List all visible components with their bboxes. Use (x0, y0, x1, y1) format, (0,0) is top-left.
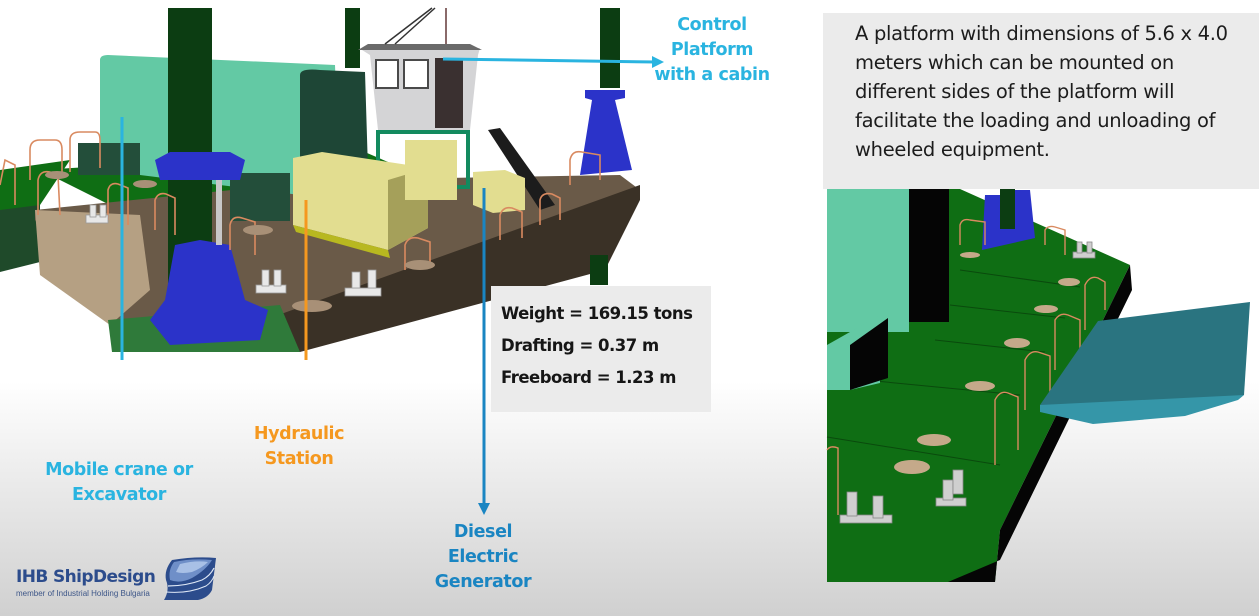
ramp-hatches (894, 252, 1080, 474)
description-box: A platform with dimensions of 5.6 x 4.0 … (823, 13, 1259, 189)
callout-control-platform-line: with a cabin (654, 65, 770, 85)
hydraulic-unit-base (293, 225, 390, 258)
equipment-box-left (78, 143, 140, 175)
callout-control-platform-line: Control (677, 15, 747, 35)
logo-name: IHB ShipDesign (16, 567, 156, 587)
ramp-edge (1040, 395, 1244, 424)
ramp-railings (826, 218, 1106, 515)
cabin-window-1 (375, 59, 399, 89)
spud-pole-right-lower (590, 255, 608, 285)
ramp-spud-pole (1000, 189, 1015, 229)
cabin-roof (358, 44, 482, 50)
ramp-box-small (827, 315, 880, 390)
spud-housing-base-left (150, 240, 268, 345)
callout-hydraulic-station-line: Hydraulic (253, 424, 345, 444)
ship-hull-logo-icon (164, 557, 216, 600)
ramp-bollards (839, 241, 1096, 524)
spec-weight: Weight = 169.15 tons (501, 304, 693, 323)
callout-diesel-generator-line: Diesel (453, 522, 513, 542)
callout-arrow-control (442, 56, 664, 68)
hydraulic-cylinder-left (216, 180, 222, 245)
callout-arrow-crane (120, 117, 124, 360)
railings (0, 131, 601, 270)
callout-diesel-generator: Diesel Electric Generator (420, 520, 546, 595)
ramp (1040, 302, 1250, 417)
spud-housing-right (580, 90, 632, 175)
spec-freeboard: Freeboard = 1.23 m (501, 368, 676, 387)
ramp-spud-housing (982, 190, 1035, 250)
callout-diesel-generator-line: Generator (434, 572, 532, 592)
callout-mobile-crane-line: Excavator (71, 485, 167, 505)
pontoon-render-left (0, 7, 664, 360)
spud-pole-right (600, 8, 620, 88)
callout-control-platform-line: Platform (670, 40, 754, 60)
callout-hydraulic-station: Hydraulic Station (240, 422, 358, 472)
mobile-crane-cab (300, 69, 368, 170)
equipment-box-mid (230, 173, 290, 221)
hydraulic-unit-rear (405, 140, 457, 200)
callout-mobile-crane: Mobile crane or Excavator (30, 458, 208, 508)
diesel-generator (473, 170, 525, 213)
deck-hatches (45, 171, 435, 312)
mast-line-2 (394, 7, 436, 45)
spec-drafting: Drafting = 0.37 m (501, 336, 659, 355)
callout-hydraulic-station-line: Station (264, 449, 334, 469)
stairs (488, 128, 555, 210)
callout-arrow-hydraulic (304, 200, 308, 360)
spud-housing-top-left (155, 152, 245, 180)
logo-subtitle: member of Industrial Holding Bulgaria (16, 589, 150, 598)
company-logo: IHB ShipDesign member of Industrial Hold… (14, 556, 224, 606)
callout-mobile-crane-line: Mobile crane or (45, 460, 193, 480)
ramp-superstructure (827, 189, 909, 332)
specs-box: Weight = 169.15 tons Drafting = 0.37 m F… (491, 286, 711, 412)
description-text: A platform with dimensions of 5.6 x 4.0 … (855, 22, 1228, 161)
ramp-box-small-shadow (850, 318, 888, 390)
bollards (85, 204, 382, 297)
deck-panel-lines (826, 269, 1081, 466)
cabin-window-2 (403, 59, 429, 89)
callout-diesel-generator-line: Electric (447, 547, 519, 567)
ramp-deck (827, 189, 1130, 582)
ramp-superstructure-shadow (909, 189, 949, 322)
mast-line-1 (384, 7, 433, 45)
hull-side-dark (270, 185, 640, 352)
callout-control-platform: Control Platform with a cabin (648, 13, 776, 88)
spud-pole-back (345, 8, 360, 68)
hull-side-far-left (0, 200, 40, 272)
ramp-hull-side (948, 265, 1132, 582)
cabin-door (435, 58, 463, 128)
